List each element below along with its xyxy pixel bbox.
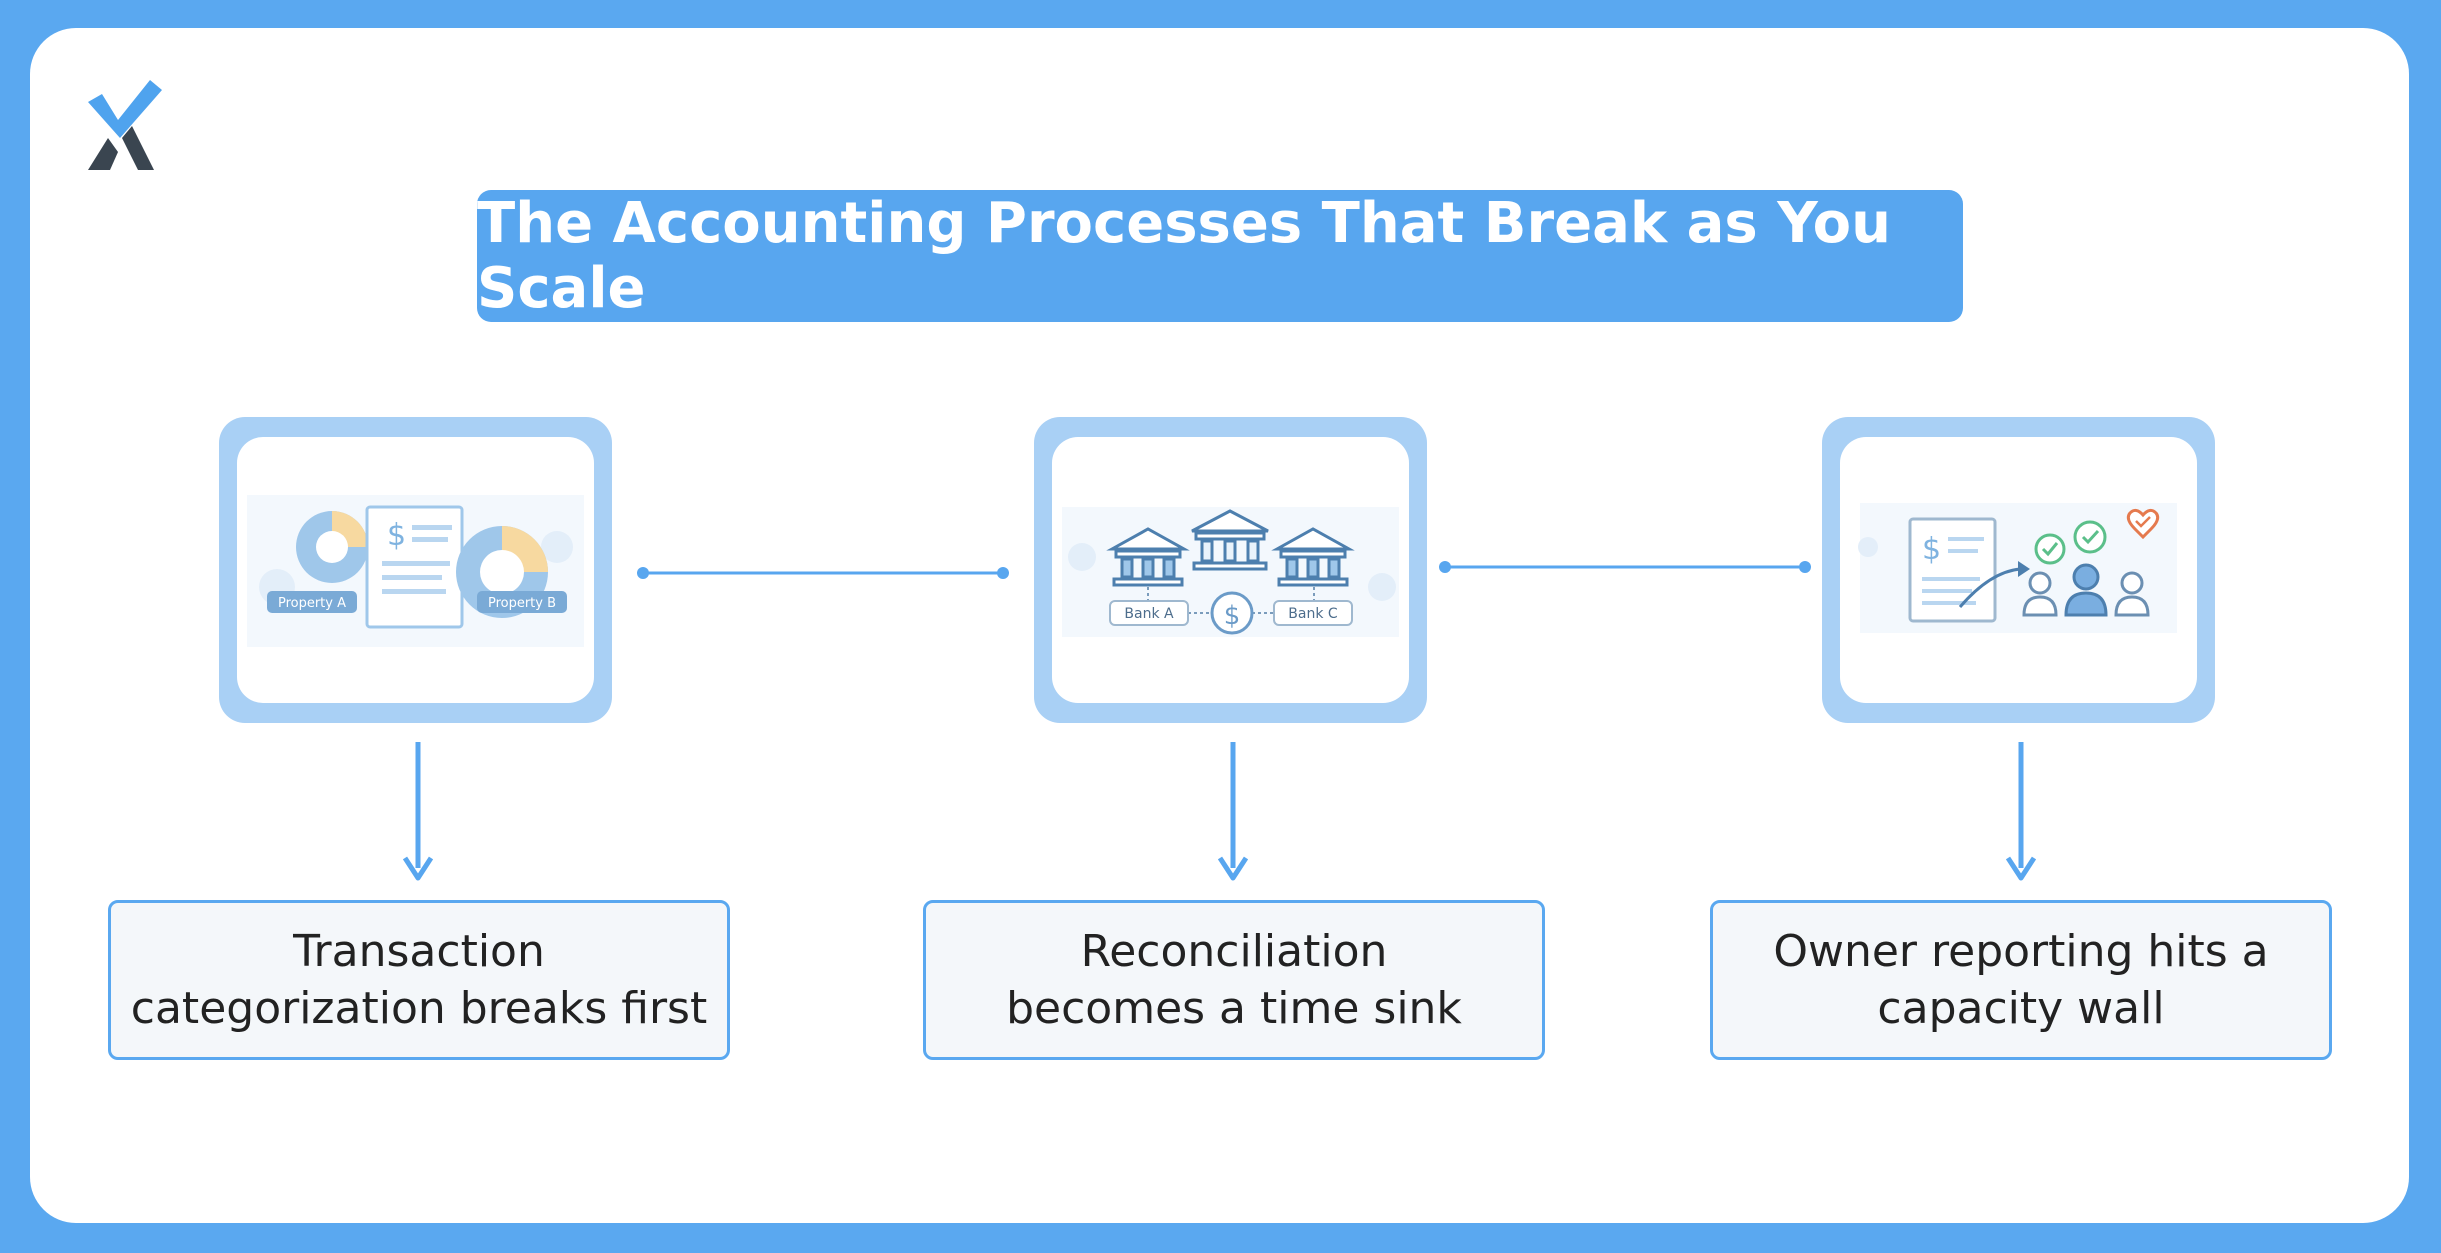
arrow-down-step1-icon xyxy=(403,742,433,881)
svg-text:$: $ xyxy=(387,518,406,553)
owner-reporting-illustration-icon: $ xyxy=(1858,503,2177,633)
step-2-label-box: Reconciliation becomes a time sink xyxy=(923,900,1545,1060)
property-b-tag: Property B xyxy=(488,596,556,611)
property-categorization-illustration-icon: $ Property A Property B xyxy=(247,495,584,647)
step-3-illustration-frame: $ xyxy=(1822,417,2215,723)
step-1-illustration-frame: $ Property A Property B xyxy=(219,417,612,723)
page-title: The Accounting Processes That Break as Y… xyxy=(477,191,1891,321)
title-banner: The Accounting Processes That Break as Y… xyxy=(477,190,1963,322)
bank-c-tag: Bank C xyxy=(1288,606,1338,622)
step-1-label-box: Transaction categorization breaks first xyxy=(108,900,730,1060)
bank-a-tag: Bank A xyxy=(1124,606,1174,622)
bank-reconciliation-illustration-icon: Bank A Bank C $ xyxy=(1062,507,1399,637)
connector-step2-step3 xyxy=(1439,561,1811,573)
step-2-label: Reconciliation becomes a time sink xyxy=(1006,926,1462,1034)
step-3-label-box: Owner reporting hits a capacity wall xyxy=(1710,900,2332,1060)
connector-step1-step2 xyxy=(637,567,1009,579)
arrow-down-step3-icon xyxy=(2006,742,2036,881)
arrow-down-step2-icon xyxy=(1218,742,1248,881)
svg-text:$: $ xyxy=(1224,601,1241,631)
svg-text:$: $ xyxy=(1922,532,1941,567)
step-1-label: Transaction categorization breaks first xyxy=(130,926,708,1034)
property-a-tag: Property A xyxy=(278,596,346,611)
step-2-illustration-frame: Bank A Bank C $ xyxy=(1034,417,1427,723)
brand-logo-icon xyxy=(88,80,162,170)
step-3-label: Owner reporting hits a capacity wall xyxy=(1773,926,2269,1034)
